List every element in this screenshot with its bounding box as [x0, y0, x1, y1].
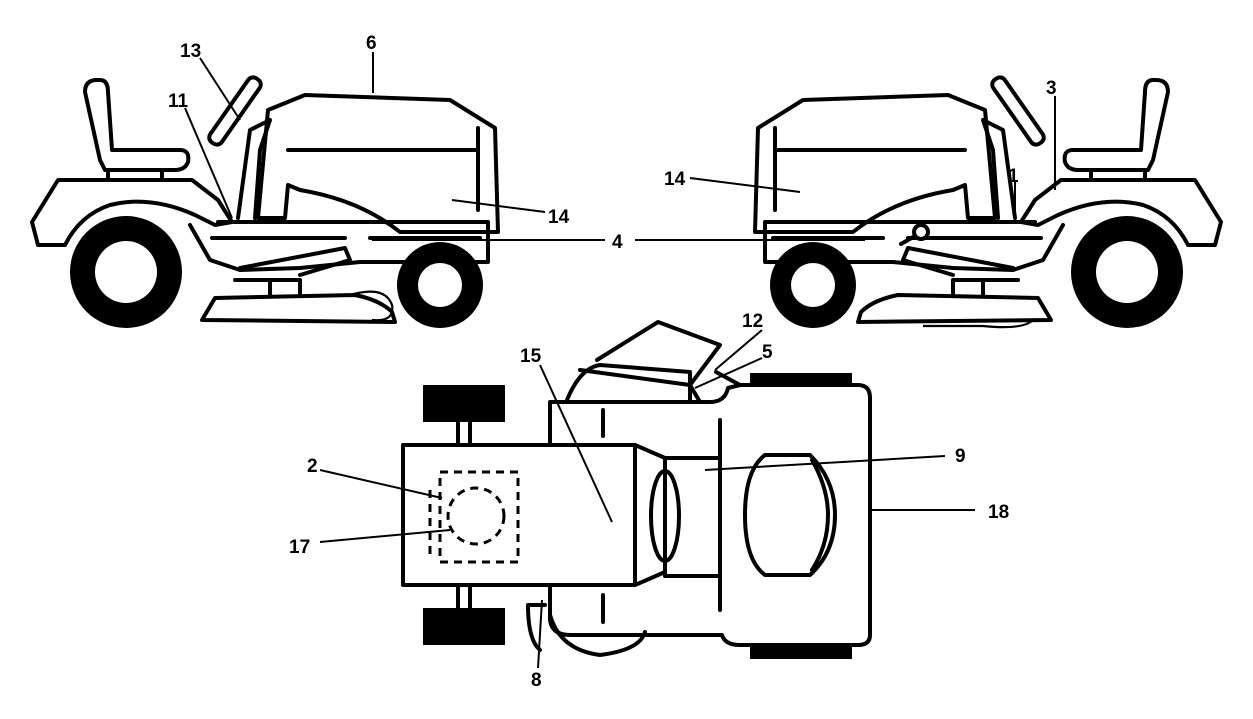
rear-fender — [30, 178, 234, 247]
callout-9: 9 — [955, 446, 966, 467]
tractor-top-view-icon — [401, 320, 872, 659]
chute-mount — [688, 370, 742, 404]
rear-fender — [1019, 178, 1223, 247]
seat-back — [83, 78, 191, 172]
lift-lever-knob — [912, 223, 930, 241]
seat-top — [743, 453, 837, 577]
rear-tire-bottom — [750, 645, 852, 659]
callout-labels: 6 13 11 14 4 14 1 3 12 5 15 9 18 2 17 8 — [168, 33, 1057, 691]
front-tire-bottom-left — [423, 608, 505, 645]
leader-lines — [184, 52, 1056, 669]
callout-17: 17 — [289, 537, 310, 558]
hood-crease-right — [773, 126, 967, 212]
frame — [763, 220, 1065, 272]
pedal-arm — [238, 246, 352, 277]
mower-deck-left — [200, 293, 397, 324]
seat-back-curve — [810, 458, 830, 572]
air-filter-dashed — [446, 486, 506, 546]
discharge-chute-top — [578, 320, 722, 387]
callout-8: 8 — [531, 670, 542, 691]
callout-2: 2 — [307, 456, 318, 477]
discharge-chute-left — [349, 290, 394, 322]
callout-1: 1 — [1008, 166, 1019, 187]
steering-column — [236, 118, 272, 220]
callout-18: 18 — [988, 502, 1009, 523]
callout-14-left: 14 — [548, 207, 570, 228]
deck-skirt-right — [923, 319, 1034, 329]
callout-12: 12 — [742, 311, 763, 332]
callout-5: 5 — [762, 342, 773, 363]
mower-deck-right — [856, 293, 1053, 324]
tractor-side-view-left-icon — [30, 75, 500, 328]
lift-lever — [899, 234, 917, 246]
front-wheel-right-hub — [791, 263, 835, 307]
steering-column-top — [649, 469, 681, 563]
steering-column — [981, 118, 1017, 220]
callout-14-right: 14 — [664, 169, 686, 190]
hood-left — [256, 93, 500, 234]
engine-hood-top — [401, 443, 637, 587]
callout-13: 13 — [180, 41, 201, 62]
rear-wheel-right-hub — [1096, 241, 1158, 303]
front-hitch — [526, 603, 547, 652]
front-wheel-left-hub — [418, 263, 462, 307]
pedal-arm — [901, 246, 1015, 277]
hood-right — [753, 93, 997, 234]
callout-3: 3 — [1046, 78, 1057, 99]
engine-outline-dashed — [438, 470, 520, 564]
front-tire-top-left — [423, 385, 505, 422]
steering-wheel-right — [990, 75, 1046, 147]
tractor-side-view-right-icon — [753, 75, 1223, 329]
hood-crease-left — [286, 126, 480, 212]
body-outline — [548, 383, 872, 647]
deck-hanger-right — [951, 278, 1020, 297]
front-axle-stubs — [456, 420, 472, 610]
seat-back — [1062, 78, 1170, 172]
callout-15: 15 — [520, 346, 542, 367]
callout-6: 6 — [366, 33, 377, 54]
callout-11: 11 — [168, 91, 189, 112]
steering-housing — [663, 456, 722, 578]
deck-hanger-left — [233, 278, 302, 297]
callout-4: 4 — [612, 232, 623, 253]
frame — [188, 220, 490, 272]
rear-wheel-left-hub — [95, 241, 157, 303]
body-center-marks — [601, 408, 722, 624]
